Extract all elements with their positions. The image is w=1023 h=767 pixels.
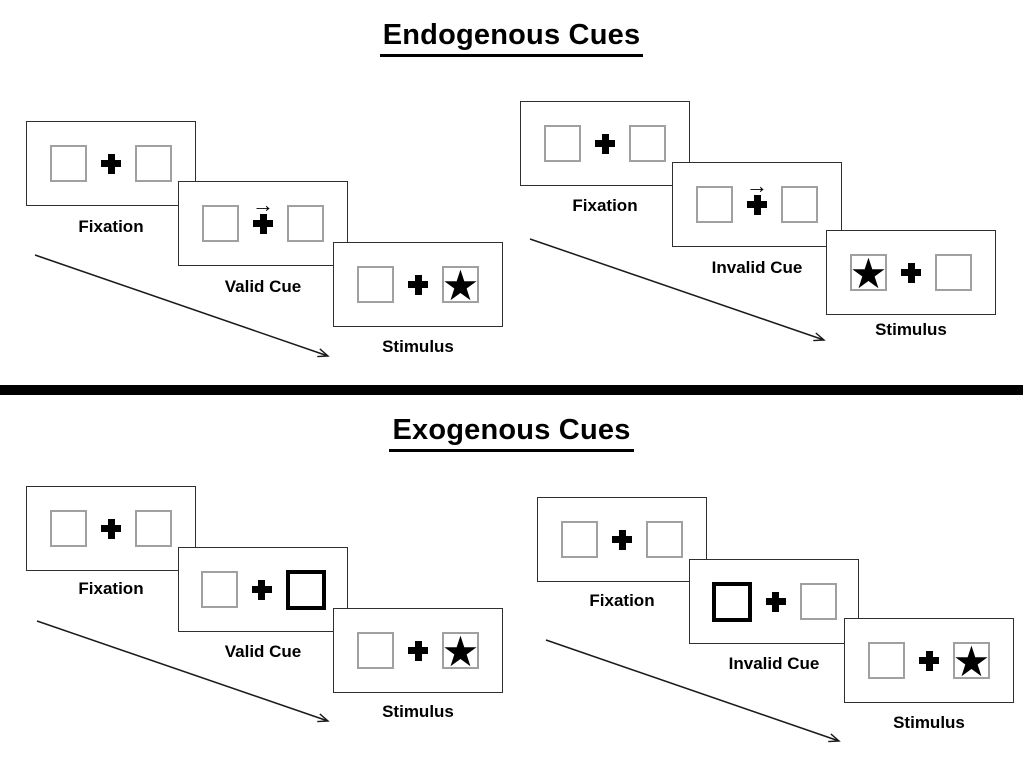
endogenous-valid-stimulus-card: ★ — [333, 242, 503, 327]
cue-label: Invalid Cue — [728, 654, 820, 673]
cue-label: Valid Cue — [224, 642, 302, 661]
section-title-endogenous: Endogenous Cues — [0, 19, 1023, 57]
fixation-cross-icon — [408, 274, 428, 295]
exogenous-invalid-stimulus-card: ★ — [844, 618, 1014, 703]
fixation-cross-icon: → — [746, 174, 768, 215]
left-placeholder-box — [561, 521, 598, 558]
timeline-arrow — [545, 639, 841, 743]
fixation-cross-icon — [101, 518, 121, 539]
cue-label: Valid Cue — [224, 277, 302, 296]
right-placeholder-box — [287, 205, 324, 242]
fixation-cross-icon — [101, 153, 121, 174]
left-placeholder-box — [696, 186, 733, 223]
exogenous-invalid-fixation-card — [537, 497, 707, 582]
fixation-cross-icon — [901, 262, 921, 283]
cross-shape — [747, 194, 767, 215]
fixation-label: Fixation — [78, 217, 144, 236]
fixation-cross-icon: → — [252, 193, 274, 234]
left-placeholder-box — [357, 632, 394, 669]
cross-shape — [919, 650, 939, 671]
cue-arrow-icon: → — [252, 191, 274, 217]
right-target-box: ★ — [442, 630, 480, 672]
cross-shape — [901, 262, 921, 283]
star-icon: ★ — [849, 249, 888, 297]
right-target-box: ★ — [442, 264, 480, 306]
star-icon: ★ — [441, 261, 480, 309]
right-target-box: ★ — [953, 640, 991, 682]
right-placeholder-box — [935, 254, 972, 291]
section-title-exogenous: Exogenous Cues — [0, 414, 1023, 452]
cross-shape — [408, 640, 428, 661]
endogenous-valid-fixation-card — [26, 121, 196, 206]
cross-shape — [408, 274, 428, 295]
right-placeholder-box — [646, 521, 683, 558]
star-icon: ★ — [952, 637, 991, 685]
left-placeholder-box — [50, 510, 87, 547]
fixation-cross-icon — [408, 640, 428, 661]
left-placeholder-box — [544, 125, 581, 162]
right-placeholder-box — [135, 510, 172, 547]
timeline-arrow — [34, 254, 330, 358]
endogenous-invalid-cue-card: → — [672, 162, 842, 247]
stimulus-label: Stimulus — [893, 713, 965, 732]
cue-box — [285, 569, 326, 610]
exogenous-valid-stimulus-card: ★ — [333, 608, 503, 693]
timeline-arrow — [529, 238, 826, 342]
fixation-cross-icon — [765, 591, 786, 612]
fixation-cross-icon — [251, 579, 272, 600]
left-placeholder-box — [200, 571, 238, 608]
stimulus-label: Stimulus — [382, 337, 454, 356]
left-placeholder-box — [357, 266, 394, 303]
endogenous-invalid-stimulus-card: ★ — [826, 230, 996, 315]
left-placeholder-box — [50, 145, 87, 182]
fixation-cross-icon — [919, 650, 939, 671]
stimulus-label: Stimulus — [875, 320, 947, 339]
right-placeholder-box — [781, 186, 818, 223]
fixation-label: Fixation — [572, 196, 638, 215]
right-placeholder-box — [799, 583, 837, 620]
fixation-label: Fixation — [78, 579, 144, 598]
cue-box — [711, 581, 752, 622]
stimulus-label: Stimulus — [382, 702, 454, 721]
exogenous-valid-fixation-card — [26, 486, 196, 571]
cue-arrow-icon: → — [746, 172, 768, 198]
section-divider — [0, 385, 1023, 395]
exogenous-valid-cue-card — [178, 547, 348, 632]
right-placeholder-box — [629, 125, 666, 162]
cue-label: Invalid Cue — [711, 258, 803, 277]
star-icon: ★ — [441, 627, 480, 675]
cross-shape — [765, 591, 786, 612]
timeline-arrow — [36, 620, 330, 723]
endogenous-invalid-fixation-card — [520, 101, 690, 186]
exogenous-invalid-cue-card — [689, 559, 859, 644]
cross-shape — [595, 133, 615, 154]
cross-shape — [101, 518, 121, 539]
cross-shape — [101, 153, 121, 174]
cross-shape — [612, 529, 632, 550]
left-target-box: ★ — [850, 252, 888, 294]
right-placeholder-box — [135, 145, 172, 182]
section-title-exogenous-text: Exogenous Cues — [389, 414, 634, 452]
endogenous-valid-cue-card: → — [178, 181, 348, 266]
fixation-cross-icon — [612, 529, 632, 550]
left-placeholder-box — [202, 205, 239, 242]
cross-shape — [253, 213, 273, 234]
cross-shape — [251, 579, 272, 600]
fixation-label: Fixation — [589, 591, 655, 610]
section-title-endogenous-text: Endogenous Cues — [379, 19, 644, 57]
fixation-cross-icon — [595, 133, 615, 154]
left-placeholder-box — [868, 642, 905, 679]
